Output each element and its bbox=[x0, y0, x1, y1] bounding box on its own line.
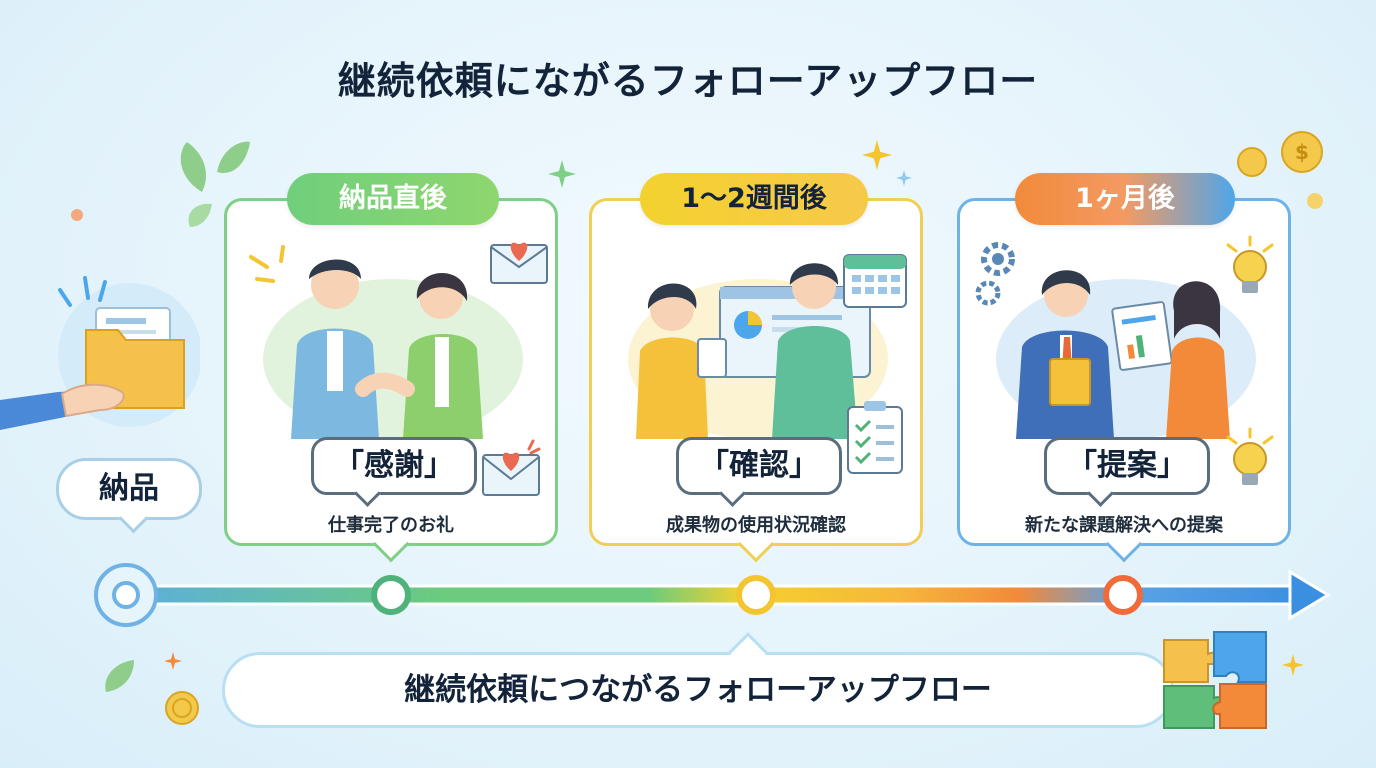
step-description: 仕事完了のお礼 bbox=[328, 515, 454, 536]
sparkle-icon bbox=[548, 160, 576, 188]
envelope-heart-icon bbox=[482, 439, 541, 496]
calendar-icon bbox=[843, 254, 907, 308]
leaf-icon bbox=[105, 660, 134, 692]
timing-pill-3: 1ヶ月後 bbox=[1015, 173, 1235, 225]
step-description: 新たな課題解決への提案 bbox=[1025, 515, 1223, 536]
timing-pill-1: 納品直後 bbox=[287, 173, 499, 225]
coin-icon bbox=[165, 691, 199, 725]
review-illustration bbox=[628, 263, 888, 439]
coin-icon: $ bbox=[1237, 131, 1323, 177]
step-description: 成果物の使用状況確認 bbox=[666, 515, 846, 536]
timeline-node-2 bbox=[736, 575, 776, 615]
lightbulb-icon bbox=[1226, 235, 1274, 293]
keyword-badge: 「確認」 bbox=[676, 437, 842, 495]
folder-icon bbox=[0, 276, 200, 430]
page-title: 継続依頼にながるフォローアップフロー bbox=[337, 59, 1039, 103]
sparkle-icon bbox=[71, 209, 83, 221]
keyword-badge: 「提案」 bbox=[1044, 437, 1210, 495]
timeline-node-3 bbox=[1103, 575, 1143, 615]
step-card-2: 「確認」 成果物の使用状況確認 bbox=[589, 198, 923, 563]
lightbulb-icon bbox=[1226, 427, 1274, 485]
timing-pill-2: 1〜2週間後 bbox=[640, 173, 868, 225]
keyword-badge: 「感謝」 bbox=[311, 437, 477, 495]
envelope-heart-icon bbox=[490, 242, 548, 284]
sparkle-icon bbox=[164, 652, 182, 670]
puzzle-icon bbox=[1163, 631, 1267, 729]
sparkle-icon bbox=[896, 170, 912, 186]
delivery-bubble: 納品 bbox=[56, 458, 202, 520]
checklist-icon bbox=[847, 401, 903, 474]
sparkle-icon bbox=[1307, 193, 1323, 209]
proposal-illustration bbox=[996, 270, 1256, 439]
sparkle-icon bbox=[1282, 654, 1304, 676]
step-card-1: 「感謝」 仕事完了のお礼 bbox=[224, 198, 558, 563]
sparkle-icon bbox=[862, 140, 892, 170]
footer-banner: 継続依頼につながるフォローアップフロー bbox=[222, 652, 1174, 728]
handshake-illustration bbox=[249, 245, 523, 439]
leaf-icon bbox=[180, 141, 250, 227]
gear-icon bbox=[975, 242, 1015, 306]
timeline-node-1 bbox=[371, 575, 411, 615]
step-card-3: 「提案」 新たな課題解決への提案 bbox=[957, 198, 1291, 563]
timeline-arrow bbox=[94, 563, 1331, 627]
svg-text:$: $ bbox=[1295, 140, 1309, 164]
